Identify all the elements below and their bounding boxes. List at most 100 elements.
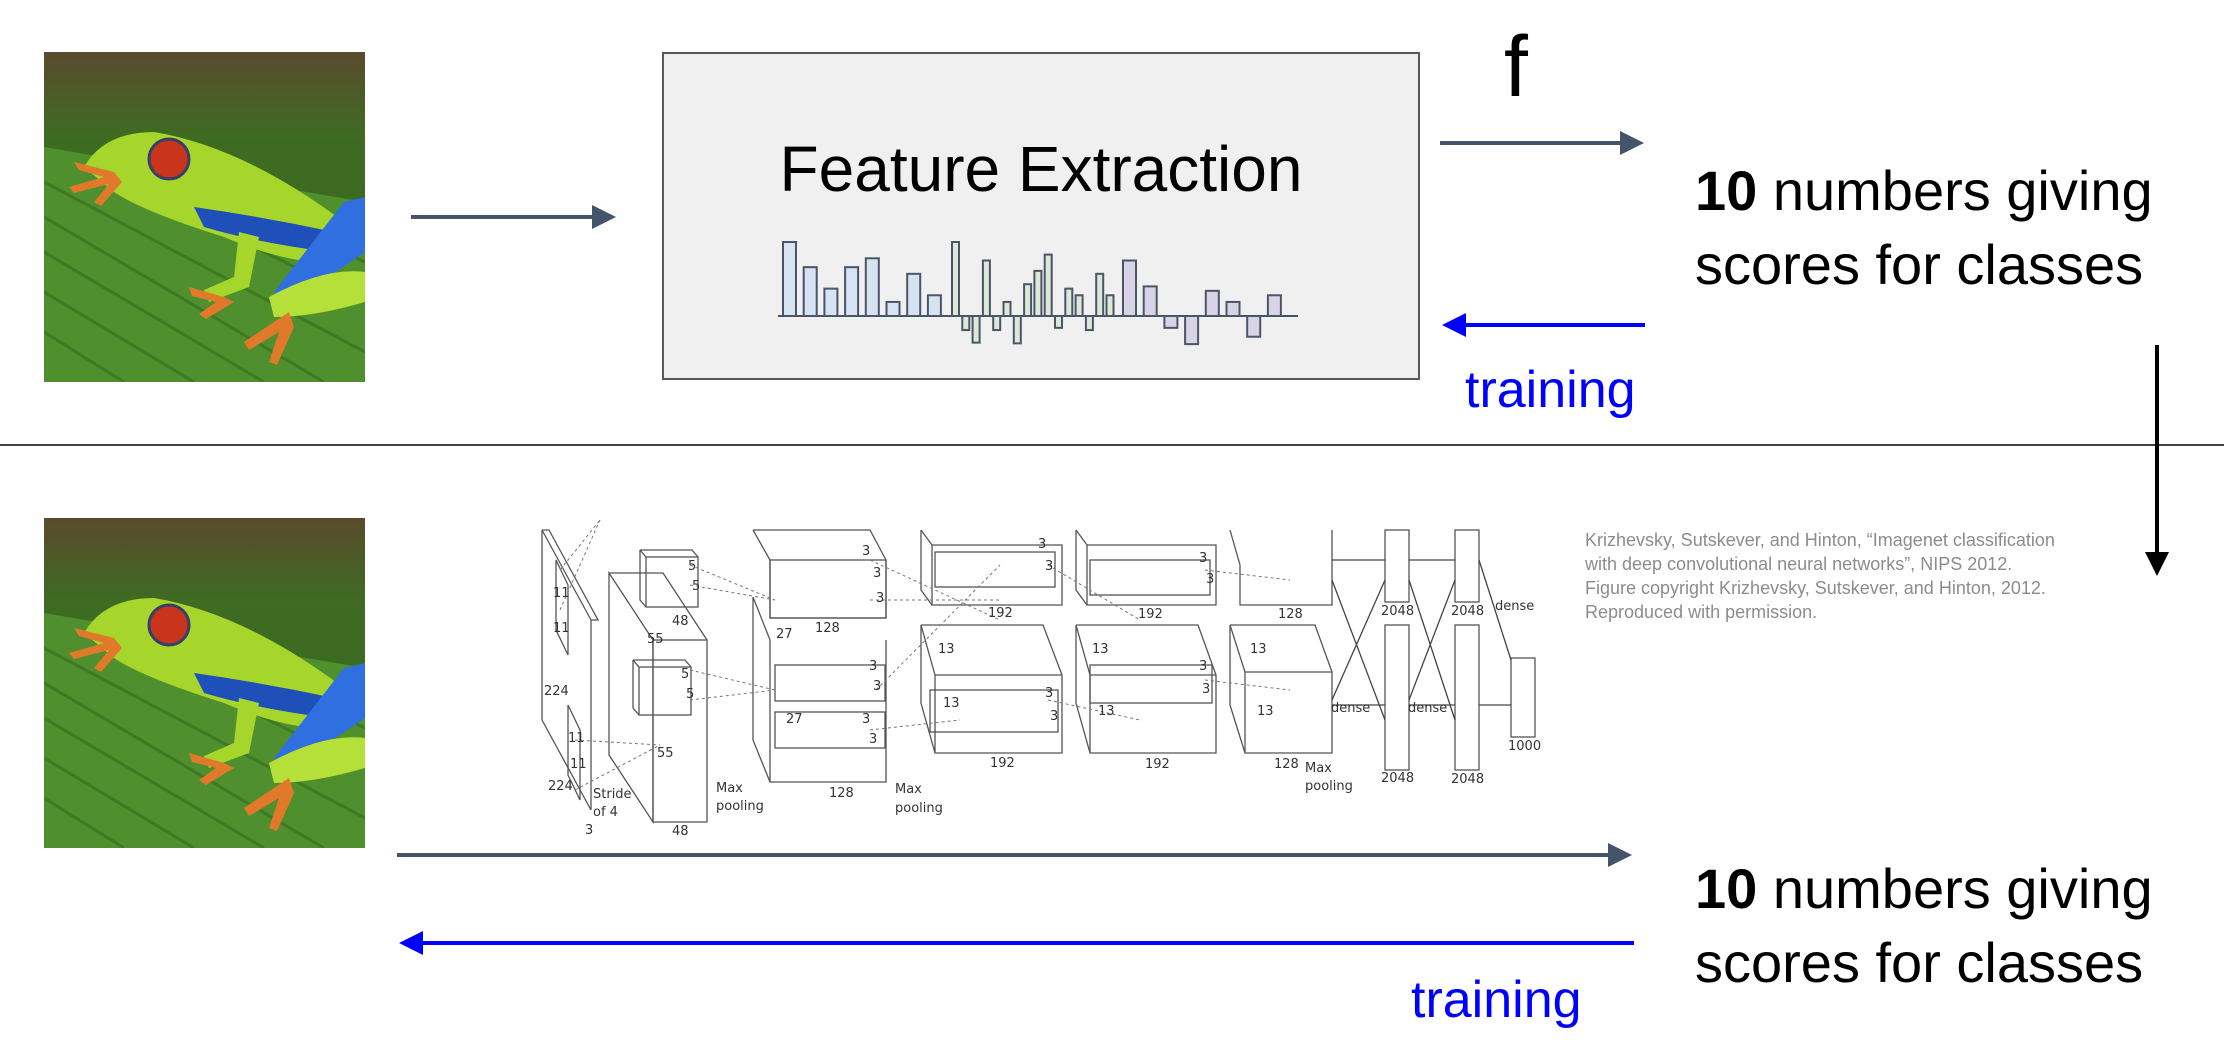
function-f-label: f <box>1504 19 1528 115</box>
histogram-bar <box>823 287 839 317</box>
alexnet-label: 11 <box>553 621 570 636</box>
histogram-bar <box>1142 285 1158 317</box>
output-line2: scores for classes <box>1695 931 2144 994</box>
feature-histogram <box>778 241 1298 346</box>
alexnet-label: 224 <box>544 684 569 699</box>
alexnet-label: 5 <box>692 579 700 594</box>
histogram-bar <box>981 259 991 317</box>
alexnet-label: 2048 <box>1451 772 1484 787</box>
alexnet-label: pooling <box>1305 779 1353 794</box>
alexnet-label: 128 <box>1274 757 1299 772</box>
alexnet-label: 3 <box>1050 709 1058 724</box>
alexnet-label: 3 <box>585 823 593 838</box>
alexnet-label: 2048 <box>1451 604 1484 619</box>
alexnet-label: 2048 <box>1381 604 1414 619</box>
alexnet-label: 3 <box>1199 551 1207 566</box>
histogram-bar <box>885 300 901 318</box>
alexnet-label: 3 <box>862 544 870 559</box>
histogram-bar <box>844 266 860 318</box>
alexnet-label: 48 <box>672 614 689 629</box>
alexnet-label: Max <box>1305 761 1332 776</box>
alexnet-label: 192 <box>988 606 1013 621</box>
alexnet-label: 11 <box>570 757 587 772</box>
alexnet-label: 3 <box>873 679 881 694</box>
citation-line: Reproduced with permission. <box>1585 602 1818 622</box>
histogram-bar <box>1033 269 1043 317</box>
histogram-bar <box>971 315 981 344</box>
alexnet-label: dense <box>1408 701 1447 716</box>
output-line1: numbers giving <box>1757 159 2153 222</box>
alexnet-label: 13 <box>938 642 955 657</box>
alexnet-label: Stride <box>593 787 632 802</box>
alexnet-label: 192 <box>1145 757 1170 772</box>
feature-extraction-box <box>662 52 1420 380</box>
histogram-bar <box>992 315 1002 332</box>
alexnet-label: 3 <box>1202 682 1210 697</box>
histogram-bar <box>906 272 922 318</box>
histogram-bar <box>1105 294 1115 317</box>
alexnet-label: 192 <box>1138 607 1163 622</box>
alexnet-label: pooling <box>716 799 764 814</box>
histogram-bar <box>951 241 960 317</box>
alexnet-label: 3 <box>873 566 881 581</box>
histogram-bar <box>1122 259 1137 317</box>
histogram-bar <box>1095 272 1105 318</box>
alexnet-label: 128 <box>815 621 840 636</box>
histogram-bar <box>1084 315 1094 332</box>
alexnet-label: 27 <box>776 627 793 642</box>
histogram-bar <box>1012 315 1022 345</box>
alexnet-label: 3 <box>1199 659 1207 674</box>
alexnet-label: 11 <box>568 731 585 746</box>
alexnet-label: 55 <box>657 746 674 761</box>
alexnet-label: 128 <box>829 786 854 801</box>
feature-extraction-title: Feature Extraction <box>779 133 1303 205</box>
alexnet-label: 3 <box>1038 537 1046 552</box>
alexnet-label: dense <box>1331 701 1370 716</box>
histogram-bar <box>1204 289 1220 317</box>
histogram-bar <box>1163 315 1179 329</box>
training-label-top: training <box>1465 361 1636 419</box>
alexnet-label: 11 <box>553 586 570 601</box>
citation-line: Figure copyright Krizhevsky, Sutskever, … <box>1585 578 2046 598</box>
alexnet-label: 128 <box>1278 607 1303 622</box>
alexnet-label: 3 <box>869 659 877 674</box>
histogram-bar <box>1054 315 1063 329</box>
histogram-bar <box>1023 283 1033 317</box>
citation-line: Krizhevsky, Sutskever, and Hinton, “Imag… <box>1585 530 2055 550</box>
histogram-bar <box>782 241 797 317</box>
alexnet-label: 1000 <box>1508 739 1541 754</box>
output-line2: scores for classes <box>1695 233 2144 296</box>
output-scores-text-top: 10 numbers giving scores for classes <box>1695 154 2153 302</box>
histogram-bar <box>961 315 971 332</box>
alexnet-label: pooling <box>895 801 943 816</box>
output-count: 10 <box>1695 159 1758 222</box>
histogram-bar <box>1246 315 1262 338</box>
histogram-bar <box>1002 300 1012 318</box>
alexnet-label: 55 <box>647 632 664 647</box>
alexnet-label: 192 <box>990 756 1015 771</box>
alexnet-label: 224 <box>548 779 573 794</box>
histogram-bar <box>1064 287 1074 317</box>
histogram-bar <box>1184 315 1200 346</box>
training-label-bottom: training <box>1411 971 1582 1029</box>
alexnet-label: 5 <box>681 667 689 682</box>
histogram-bar <box>1043 253 1053 317</box>
alexnet-label: 48 <box>672 824 689 839</box>
histogram-bar <box>1225 300 1241 318</box>
alexnet-label: 3 <box>1045 559 1053 574</box>
citation-line: with deep convolutional neural networks”… <box>1585 554 2013 574</box>
alexnet-label: 3 <box>862 712 870 727</box>
citation-text: Krizhevsky, Sutskever, and Hinton, “Imag… <box>1585 528 2055 624</box>
output-line1: numbers giving <box>1757 857 2153 920</box>
alexnet-label: 13 <box>1098 704 1115 719</box>
alexnet-label: 27 <box>786 712 803 727</box>
alexnet-label: 3 <box>869 732 877 747</box>
output-scores-text-bottom: 10 numbers giving scores for classes <box>1695 852 2153 1000</box>
histogram-bar <box>802 266 818 318</box>
alexnet-label: 3 <box>1206 572 1214 587</box>
alexnet-label: 13 <box>1257 704 1274 719</box>
histogram-bar <box>864 257 880 317</box>
alexnet-label: dense <box>1495 599 1534 614</box>
